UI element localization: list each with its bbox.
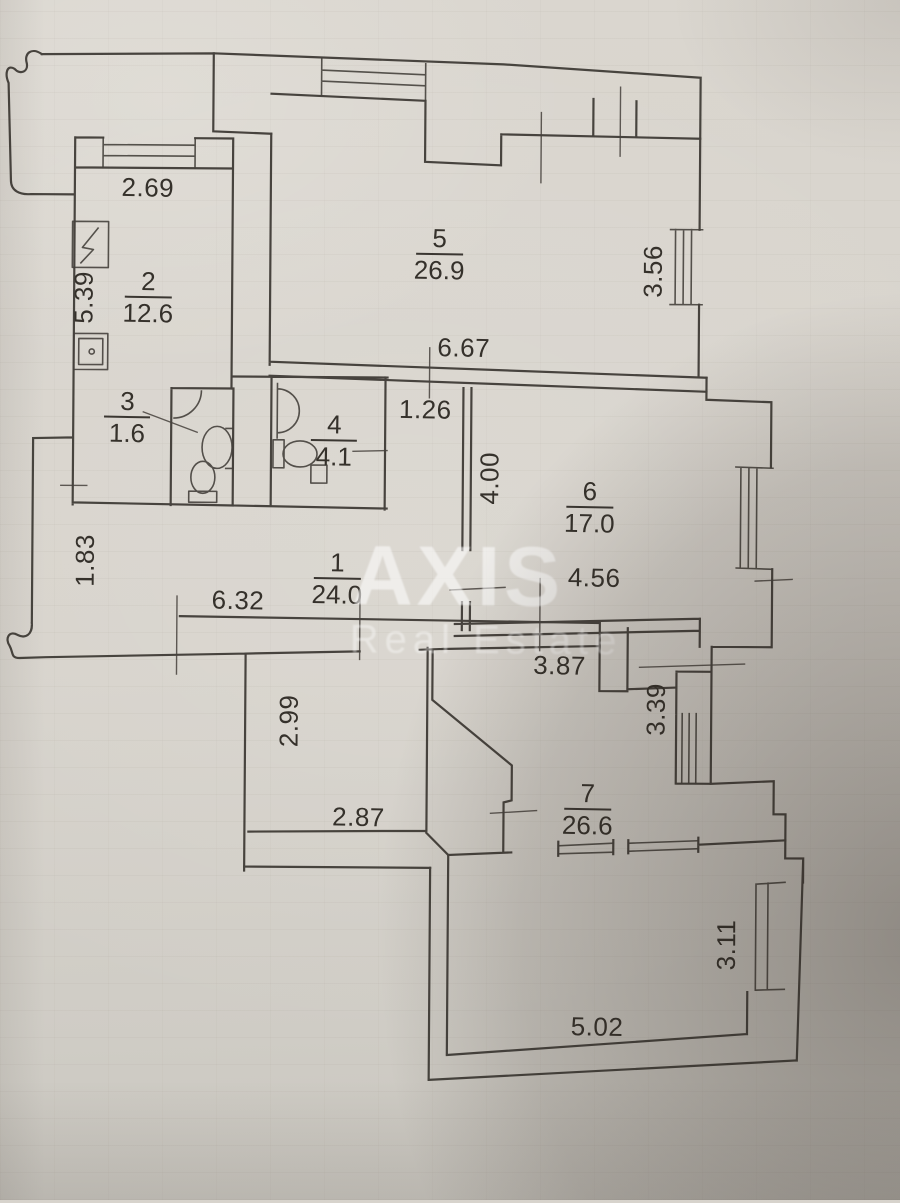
dim-3-11: 3.11 [710,919,742,971]
dim-4-00: 4.00 [474,451,505,505]
dim-1-83: 1.83 [69,534,100,587]
dim-2-69: 2.69 [121,171,175,203]
room-label-2: 2 12.6 [122,266,174,329]
room-7-number: 7 [564,778,612,811]
room-label-6: 6 17.0 [563,476,616,539]
room-label-7: 7 26.6 [561,778,614,841]
room-4-area: 4.1 [315,441,353,472]
room-label-3: 3 1.6 [104,386,152,449]
dim-5-02: 5.02 [570,1011,624,1042]
dim-6-67: 6.67 [437,332,491,364]
dim-2-87: 2.87 [331,801,386,833]
watermark-tagline: Real Estate [349,617,623,664]
dim-3-56: 3.56 [637,244,668,298]
room-6-area: 17.0 [563,508,615,539]
room-5-area: 26.9 [413,254,465,286]
fixtures-layer [71,220,328,504]
kitchen-sink-drain [88,348,96,355]
ticks-layer [60,86,793,815]
wc-toilet-bowl [190,460,216,495]
bath-sink-icon [276,382,301,439]
dim-3-39: 3.39 [640,683,671,736]
dim-1-26: 1.26 [398,393,452,425]
dim-5-39: 5.39 [68,271,99,324]
electric-panel-icon [71,220,110,269]
walls-layer [5,50,805,1082]
room-4-number: 4 [310,409,358,443]
washer-icon [310,464,328,484]
room-2-area: 12.6 [122,297,174,329]
room-3-number: 3 [104,386,152,419]
room-7-area: 26.6 [561,810,613,841]
room-3-area: 1.6 [108,417,146,449]
bath-toilet-tank [272,438,285,469]
room-2-number: 2 [124,266,172,299]
room-6-number: 6 [566,476,614,509]
wc-sink-backplate [224,427,234,470]
room-label-5: 5 26.9 [413,223,466,286]
dim-6-32: 6.32 [211,584,265,616]
dim-4-56: 4.56 [567,562,621,593]
wc-sink-icon [201,425,233,470]
dim-2-99: 2.99 [273,694,304,748]
kitchen-sink-icon [72,332,109,371]
wc-toilet-base [187,490,218,504]
room-5-number: 5 [416,223,464,256]
wc-door-arc [173,390,203,419]
bath-toilet-bowl [282,440,318,468]
watermark-brand: AXIS [351,528,565,624]
room-label-4: 4 4.1 [310,409,358,472]
windows-layer [102,58,786,991]
